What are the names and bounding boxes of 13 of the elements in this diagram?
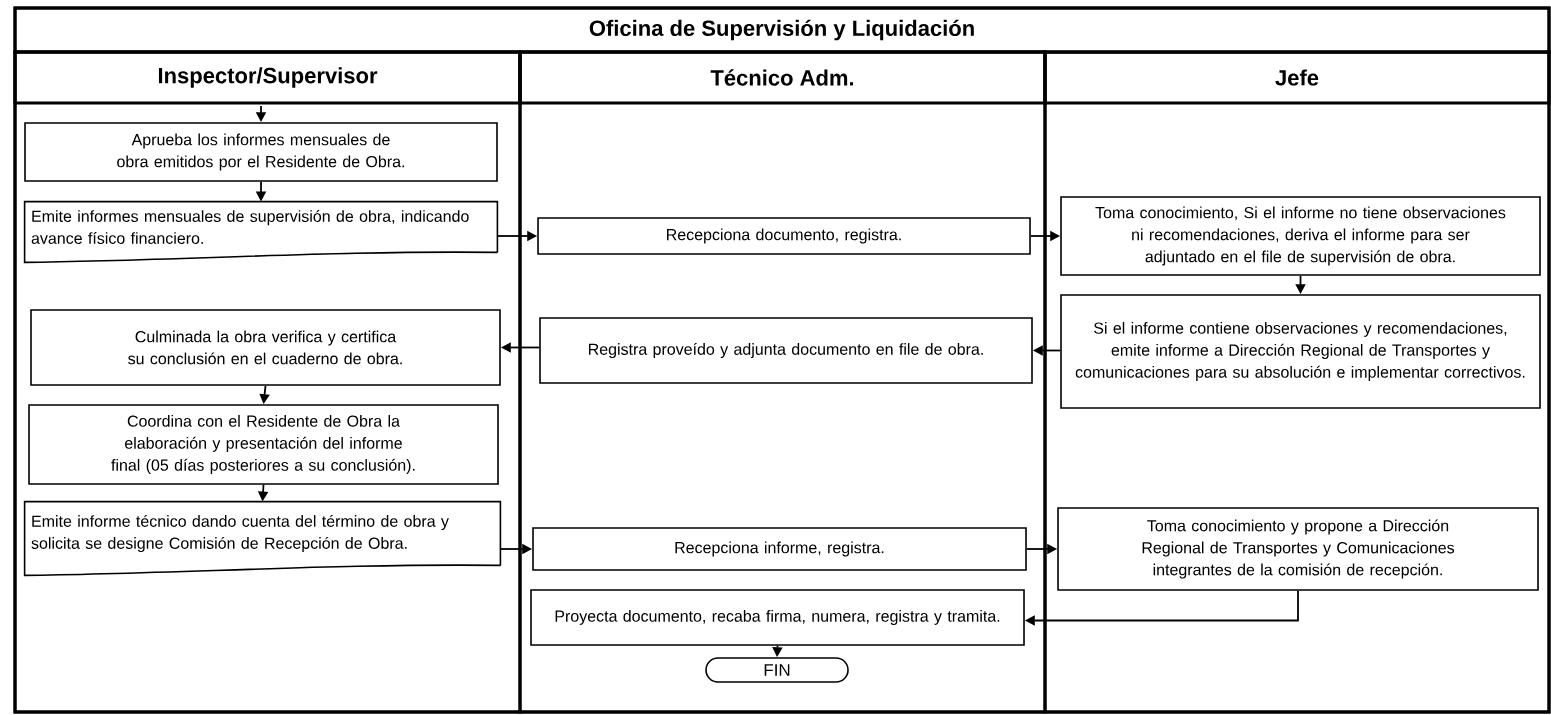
process-box: Recepciona documento, registra. (537, 217, 1031, 255)
document-shape: Emite informe técnico dando cuenta del término de obra y solicita se designe Comisión de Recepción de Obra. (23, 500, 502, 577)
process-box: Toma conocimiento, Si el informe no tiene observaciones ni recomendaciones, deriva el informe para ser adjuntado en el file de supervisión de obra. (1060, 196, 1541, 276)
process-box: Si el informe contiene observaciones y recomendaciones, emite informe a Dirección Regional de Transportes y comunicaciones para su absolución e implementar correctivos. (1060, 294, 1541, 409)
process-box: Proyecta documento, recaba firma, numera, registra y tramita. (530, 589, 1025, 646)
process-box: Toma conocimiento y propone a Dirección Regional de Transportes y Comunicaciones integrantes de la comisión de recepción. (1057, 507, 1539, 591)
terminator: FIN (705, 657, 849, 683)
process-box: Registra proveído y adjunta documento en file de obra. (539, 317, 1033, 384)
process-box: Culminada la obra verifica y certifica su conclusión en el cuaderno de obra. (30, 309, 501, 386)
process-box: Recepciona informe, registra. (532, 527, 1027, 571)
process-box: Aprueba los informes mensuales de obra emitidos por el Residente de Obra. (24, 122, 498, 182)
document-shape: Emite informes mensuales de supervisión de obra, indicando avance físico financiero. (23, 200, 499, 264)
process-box: Coordina con el Residente de Obra la elaboración y presentación del informe final (05 días posteriores a su conclusión). (28, 404, 499, 485)
